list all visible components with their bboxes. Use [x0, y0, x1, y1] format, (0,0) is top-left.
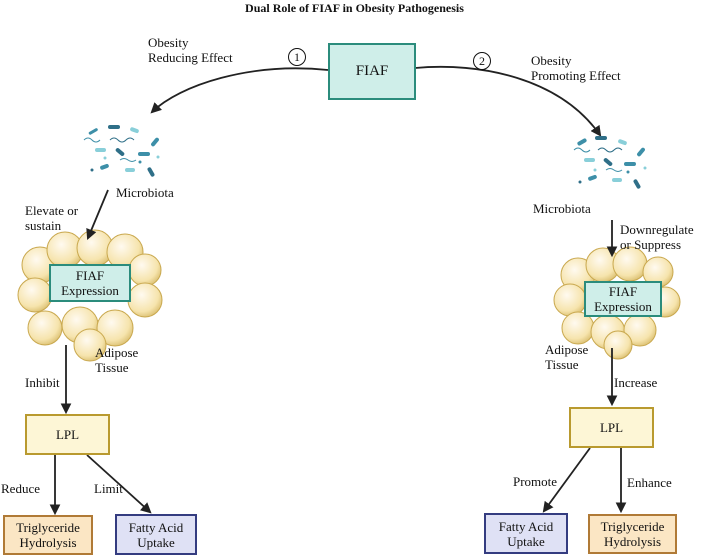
- left-action-label: Elevate or sustain: [25, 203, 78, 233]
- microbiota-right-icon: [573, 136, 647, 189]
- left-tissue-line2: Tissue: [95, 360, 129, 375]
- fiaf-top-node: FIAF: [328, 43, 416, 100]
- right-tissue-line2: Tissue: [545, 357, 579, 372]
- left-limit-label: Limit: [94, 481, 123, 496]
- right-tissue-line1: Adipose: [545, 342, 589, 357]
- left-inhibit-label: Inhibit: [25, 375, 60, 390]
- left-outcome2-line1: Fatty Acid: [128, 519, 184, 535]
- right-effect-line1: Obesity: [531, 53, 572, 68]
- arc-arrow-right: [414, 65, 602, 137]
- left-action-line1: Elevate or: [25, 203, 79, 218]
- left-tissue-line1: Adipose: [95, 345, 139, 360]
- right-promote-label: Promote: [513, 474, 558, 489]
- left-effect-line2: Reducing Effect: [148, 50, 233, 65]
- right-microbiota-label: Microbiota: [533, 201, 591, 216]
- left-action-line2: sustain: [25, 218, 62, 233]
- right-action-line2: or Suppress: [620, 237, 682, 252]
- left-expression-line1: FIAF: [75, 268, 105, 283]
- right-effect-label: Obesity Promoting Effect: [531, 53, 621, 83]
- microbiota-left-icon: [83, 125, 160, 177]
- right-effect-line2: Promoting Effect: [531, 68, 621, 83]
- right-action-label: Downregulate or Suppress: [620, 222, 694, 252]
- left-outcome2-line2: Uptake: [137, 534, 175, 550]
- left-triglyceride-box: Triglyceride Hydrolysis: [3, 515, 93, 555]
- left-effect-label: Obesity Reducing Effect: [148, 35, 233, 65]
- left-tissue-label: Adipose Tissue: [95, 345, 138, 375]
- left-lpl-box: LPL: [25, 414, 110, 455]
- right-number-badge: 2: [473, 52, 491, 70]
- left-expression-line2: Expression: [61, 283, 119, 298]
- right-enhance-label: Enhance: [627, 475, 672, 490]
- left-effect-line1: Obesity: [148, 35, 189, 50]
- right-outcome2-line2: Hydrolysis: [603, 534, 662, 549]
- right-lpl-box: LPL: [569, 407, 654, 448]
- diagram-title: Dual Role of FIAF in Obesity Pathogenesi…: [245, 1, 464, 15]
- right-increase-label: Increase: [614, 375, 658, 390]
- right-action-line1: Downregulate: [620, 222, 694, 237]
- right-outcome2-line1: Triglyceride: [600, 519, 665, 534]
- right-fatty-acid-box: Fatty Acid Uptake: [484, 513, 568, 554]
- left-number-badge: 1: [288, 48, 306, 66]
- right-triglyceride-box: Triglyceride Hydrolysis: [588, 514, 677, 554]
- arc-arrow-left: [150, 67, 329, 114]
- right-outcome1-line2: Uptake: [507, 533, 545, 549]
- adipose-tissue-left-icon: [17, 229, 163, 362]
- right-outcome1-line1: Fatty Acid: [498, 518, 554, 534]
- left-reduce-label: Reduce: [1, 481, 40, 496]
- left-fiaf-expression-box: FIAF Expression: [49, 264, 131, 302]
- right-expression-line1: FIAF: [608, 284, 638, 299]
- left-outcome1-line1: Triglyceride: [16, 520, 80, 535]
- right-fiaf-expression-box: FIAF Expression: [584, 281, 662, 317]
- right-tissue-label: Adipose Tissue: [545, 342, 588, 372]
- left-microbiota-label: Microbiota: [116, 185, 174, 200]
- right-expression-line2: Expression: [594, 299, 652, 314]
- left-fatty-acid-box: Fatty Acid Uptake: [115, 514, 197, 555]
- left-outcome1-line2: Hydrolysis: [19, 535, 77, 550]
